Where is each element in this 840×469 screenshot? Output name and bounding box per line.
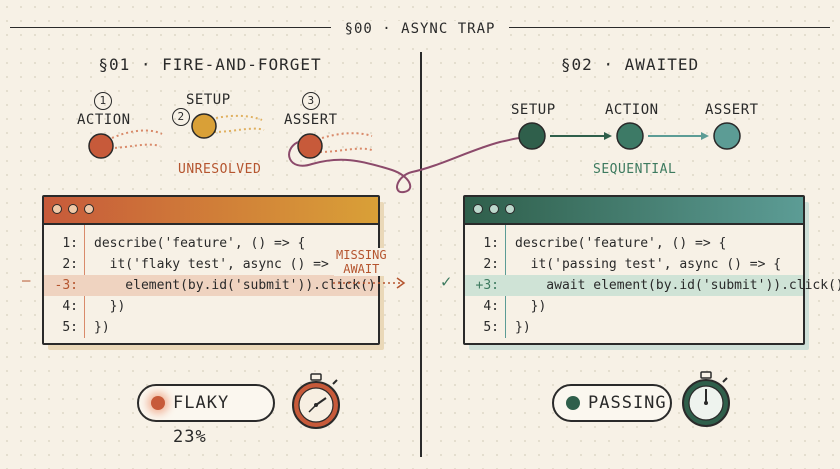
code-text: }) xyxy=(94,299,126,314)
code-text: it('passing test', async () => { xyxy=(515,257,782,272)
line-number: +3: xyxy=(475,278,499,293)
line-number: -3: xyxy=(54,278,78,293)
left-node-setup xyxy=(191,113,217,139)
stopwatch-icon xyxy=(682,371,730,427)
left-step-1-num: 1 xyxy=(94,92,112,110)
right-node-assert xyxy=(713,122,741,150)
code-line: 5:}) xyxy=(465,317,803,338)
line-number: 1: xyxy=(483,236,499,251)
right-step-3-label: ASSERT xyxy=(705,102,759,118)
window-dot xyxy=(489,204,499,214)
stopwatch-icon xyxy=(292,373,340,429)
code-text: }) xyxy=(515,299,547,314)
left-window-bar xyxy=(44,197,378,225)
code-text: }) xyxy=(94,320,110,335)
right-node-action xyxy=(616,122,644,150)
code-line: 5:}) xyxy=(44,317,378,338)
status-dot xyxy=(566,396,580,410)
right-step-2-label: ACTION xyxy=(605,102,659,118)
passing-status-badge: PASSING xyxy=(552,384,672,422)
window-dot xyxy=(84,204,94,214)
annotation-line-2: AWAIT xyxy=(343,262,380,276)
page-title: §00 · ASYNC TRAP xyxy=(330,21,510,37)
left-step-3-label: ASSERT xyxy=(284,112,338,128)
right-window-bar xyxy=(465,197,803,225)
tangled-thread xyxy=(288,137,521,194)
missing-await-annotation: MISSING AWAIT xyxy=(334,248,389,276)
left-section-title: §01 · FIRE-AND-FORGET xyxy=(98,55,322,74)
line-number: 5: xyxy=(62,320,78,335)
line-number: 2: xyxy=(483,257,499,272)
missing-await-arrow xyxy=(333,277,406,289)
line-number: 5: xyxy=(483,320,499,335)
code-line: 1: describe('feature', () => { xyxy=(465,233,803,254)
left-state-label: UNRESOLVED xyxy=(178,162,262,177)
left-node-assert xyxy=(297,133,323,159)
left-trail-2 xyxy=(215,114,263,121)
status-label: PASSING xyxy=(588,393,667,413)
code-text: element(by.id('submit')).click() xyxy=(94,278,376,293)
code-line: 4: }) xyxy=(44,296,378,317)
left-trail-1 xyxy=(111,129,163,139)
code-text: await element(by.id('submit')).click() xyxy=(515,278,840,293)
left-trail-1b xyxy=(109,143,161,149)
right-step-1-label: SETUP xyxy=(511,102,556,118)
right-state-label: SEQUENTIAL xyxy=(593,162,677,177)
code-line: 2: it('passing test', async () => { xyxy=(465,254,803,275)
status-label: FLAKY 23% xyxy=(173,393,230,447)
code-line-removed: -3: element(by.id('submit')).click() xyxy=(44,275,378,296)
removed-marker: – xyxy=(22,273,31,289)
window-dot xyxy=(473,204,483,214)
header: §00 · ASYNC TRAP xyxy=(0,18,840,37)
code-line: 2: it('flaky test', async () => { xyxy=(44,254,378,275)
code-text: }) xyxy=(515,320,531,335)
flaky-status-badge: FLAKY 23% xyxy=(137,384,275,447)
window-dot xyxy=(68,204,78,214)
code-line: 4: }) xyxy=(465,296,803,317)
left-node-action xyxy=(88,133,114,159)
left-step-3-num: 3 xyxy=(302,92,320,110)
code-text: it('flaky test', async () => { xyxy=(94,257,345,272)
left-code-panel: 1: describe('feature', () => { 2: it('fla… xyxy=(42,195,380,345)
left-step-1-label: ACTION xyxy=(77,112,131,128)
left-trail-3 xyxy=(321,132,373,139)
line-number: 4: xyxy=(483,299,499,314)
check-icon: ✓ xyxy=(441,272,452,292)
left-step-2-label: SETUP xyxy=(186,92,231,108)
right-code-panel: 1: describe('feature', () => { 2: it('pas… xyxy=(463,195,840,345)
code-text: describe('feature', () => { xyxy=(515,236,727,251)
line-number: 1: xyxy=(62,236,78,251)
left-code-body: 1: describe('feature', () => { 2: it('fla… xyxy=(44,225,378,338)
right-code-body: 1: describe('feature', () => { 2: it('pas… xyxy=(465,225,840,338)
right-section-title: §02 · AWAITED xyxy=(560,55,700,74)
code-text: describe('feature', () => { xyxy=(94,236,306,251)
line-number: 4: xyxy=(62,299,78,314)
window-dot xyxy=(505,204,515,214)
left-step-2-num: 2 xyxy=(172,108,190,126)
left-trail-2b xyxy=(213,127,265,133)
line-number: 2: xyxy=(62,257,78,272)
status-dot xyxy=(151,396,165,410)
code-line: 1: describe('feature', () => { xyxy=(44,233,378,254)
right-node-setup xyxy=(518,122,546,150)
annotation-line-1: MISSING xyxy=(336,248,387,262)
center-divider xyxy=(420,52,422,457)
left-trail-3b xyxy=(319,147,373,153)
window-dot xyxy=(52,204,62,214)
code-line-added: +3: await element(by.id('submit')).click… xyxy=(465,275,840,296)
